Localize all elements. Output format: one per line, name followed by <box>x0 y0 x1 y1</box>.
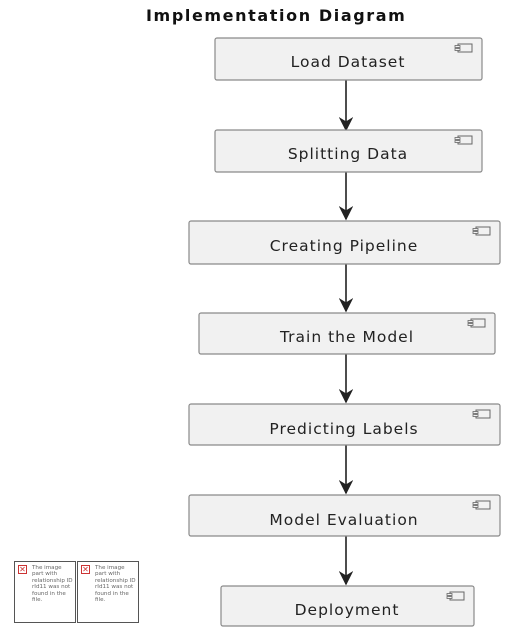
broken-image-icon: ✕ <box>18 565 27 574</box>
step-label: Model Evaluation <box>269 511 418 529</box>
step-label: Train the Model <box>279 328 414 346</box>
step-label: Predicting Labels <box>269 420 418 438</box>
component-icon <box>472 500 491 510</box>
node-train-the-model: Train the Model <box>198 312 496 355</box>
node-load-dataset: Load Dataset <box>214 37 483 81</box>
missing-image-message: The image part with relationship ID rId1… <box>32 565 73 604</box>
node-deployment: Deployment <box>220 585 475 627</box>
broken-image-icon: ✕ <box>81 565 90 574</box>
missing-image-placeholder: ✕ The image part with relationship ID rI… <box>14 561 76 623</box>
missing-image-message: The image part with relationship ID rId1… <box>95 565 136 604</box>
component-icon <box>472 226 491 236</box>
diagram-title: Implementation Diagram <box>146 6 407 25</box>
node-creating-pipeline: Creating Pipeline <box>188 220 501 265</box>
component-icon <box>472 409 491 419</box>
missing-image-placeholder: ✕ The image part with relationship ID rI… <box>77 561 139 623</box>
step-label: Splitting Data <box>288 145 408 163</box>
component-icon <box>446 591 465 601</box>
node-predicting-labels: Predicting Labels <box>188 403 501 446</box>
component-icon <box>454 135 473 145</box>
step-label: Deployment <box>295 601 400 619</box>
node-model-evaluation: Model Evaluation <box>188 494 501 537</box>
node-splitting-data: Splitting Data <box>214 129 483 173</box>
component-icon <box>454 43 473 53</box>
component-icon <box>467 318 486 328</box>
step-label: Load Dataset <box>291 53 406 71</box>
step-label: Creating Pipeline <box>270 237 419 255</box>
